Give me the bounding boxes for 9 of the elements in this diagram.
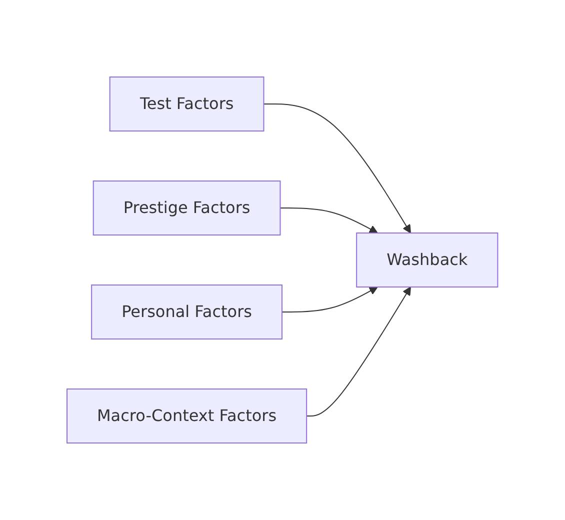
node-box: Test Factors [110, 76, 264, 132]
node-box: Personal Factors [91, 284, 283, 340]
arrow [280, 208, 378, 234]
arrow [306, 286, 412, 416]
node-box: Macro-Context Factors [66, 388, 308, 444]
node-box: Prestige Factors [93, 180, 281, 236]
arrow [282, 286, 378, 312]
arrow [263, 104, 412, 234]
node-box: Washback [356, 232, 498, 288]
